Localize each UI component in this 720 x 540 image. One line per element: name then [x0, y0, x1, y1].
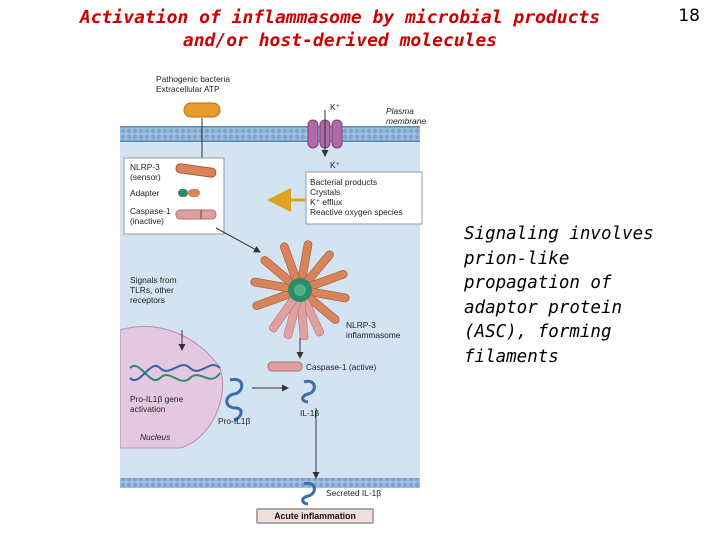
caspase-active-label: Caspase-1 (active): [306, 362, 377, 372]
il1b-shape: [301, 379, 316, 404]
page-number: 18: [678, 6, 700, 26]
plasma-membrane: [120, 126, 420, 142]
potassium-channel: [307, 119, 343, 149]
inflammasome-cluster: [250, 240, 350, 341]
pro-il1b-label: Pro-IL1β: [218, 416, 251, 426]
legend-caspase-label: Caspase-1(inactive): [130, 206, 171, 226]
acute-inflammation-box: Acute inflammation: [256, 508, 374, 524]
potassium-out-label: K⁺: [330, 160, 341, 170]
il1b-label: IL-1β: [300, 408, 320, 418]
potassium-in-label: K⁺: [330, 102, 341, 112]
secreted-il1b-shape: [301, 481, 316, 506]
legend-adapter-label: Adapter: [130, 188, 160, 198]
title-line-1: Activation of inflammasome by microbial …: [79, 7, 601, 28]
pathogen-capsule: [183, 102, 221, 118]
caspase-active: [267, 361, 303, 372]
dna-helix: [129, 364, 221, 382]
slide-caption: Signaling involves prion-like propagatio…: [464, 224, 654, 367]
title-line-2: and/or host-derived molecules: [182, 30, 498, 51]
triggers-box: [305, 171, 423, 225]
legend-nlrp3-label: NLRP-3(sensor): [130, 162, 161, 182]
nucleus-label: Nucleus: [140, 432, 171, 442]
slide-title: Activation of inflammasome by microbial …: [20, 6, 660, 52]
pro-il1b-shape: [225, 377, 244, 422]
nucleus: [120, 326, 224, 449]
figure-graphics: [120, 102, 423, 538]
secreted-il1b-label: Secreted IL-1β: [326, 488, 382, 498]
